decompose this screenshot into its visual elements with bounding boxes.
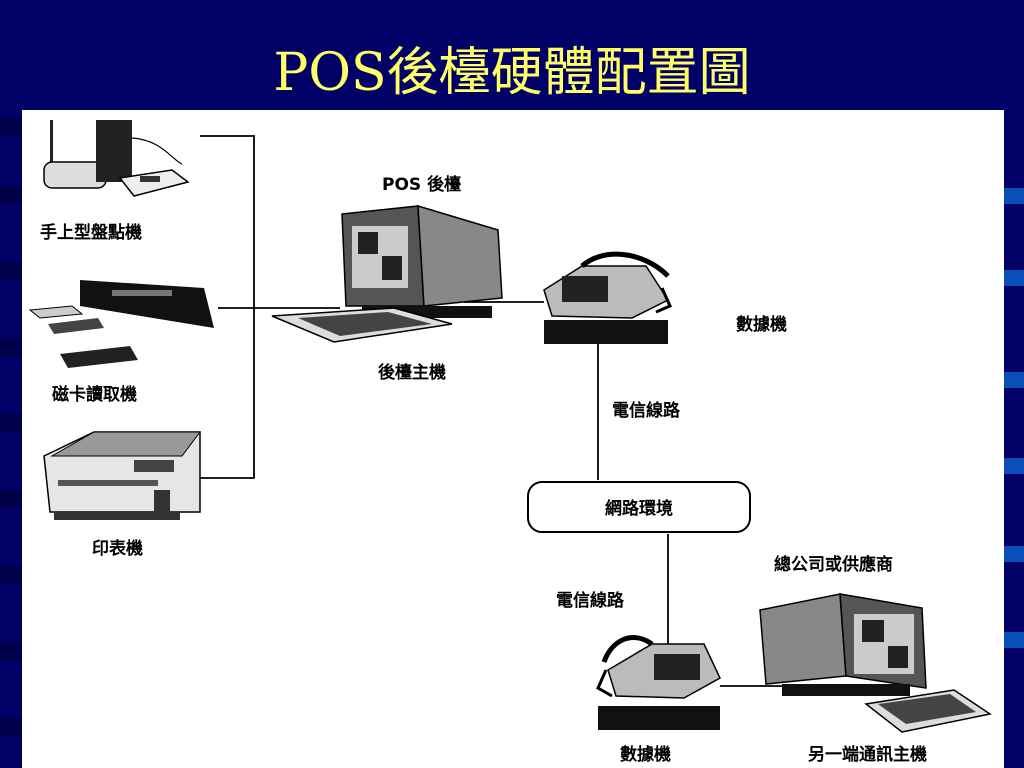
decor-bar bbox=[1004, 188, 1024, 204]
remote-host-icon bbox=[759, 593, 992, 733]
modem-bottom-label: 數據機 bbox=[620, 745, 671, 765]
decor-bar bbox=[0, 338, 22, 356]
pos-backend-label: POS 後檯 bbox=[382, 175, 462, 195]
modem-top-label: 數據機 bbox=[736, 315, 787, 335]
network-label: 網路環境 bbox=[605, 499, 673, 519]
modem-icon-top bbox=[543, 251, 672, 344]
card-reader-icon bbox=[28, 280, 214, 368]
decor-bar bbox=[1004, 270, 1024, 286]
handheld-terminal-icon bbox=[43, 120, 190, 197]
decor-bar bbox=[0, 262, 22, 280]
decor-bar bbox=[0, 490, 22, 508]
bus-line bbox=[200, 135, 255, 479]
backend-host-label: 後檯主機 bbox=[378, 363, 446, 383]
printer-icon bbox=[43, 431, 201, 520]
decor-bar bbox=[0, 718, 22, 736]
decor-bar bbox=[1004, 546, 1024, 562]
telecom-top-label: 電信線路 bbox=[612, 401, 680, 421]
handheld-label: 手上型盤點機 bbox=[40, 223, 142, 243]
hq-label: 總公司或供應商 bbox=[774, 555, 893, 575]
modem-icon-bottom bbox=[596, 635, 721, 730]
decor-bar bbox=[0, 642, 22, 660]
decor-bar bbox=[1004, 458, 1024, 474]
telecom-bottom-label: 電信線路 bbox=[556, 591, 624, 611]
decor-bar bbox=[1004, 372, 1024, 388]
printer-label: 印表機 bbox=[92, 539, 143, 559]
connector-lines bbox=[200, 135, 782, 687]
network-box bbox=[527, 481, 751, 533]
diagram-panel: 手上型盤點機 磁卡讀取機 印表機 POS 後檯 後檯主機 數據機 電信線路 網路… bbox=[22, 110, 1004, 768]
decor-bar bbox=[0, 186, 22, 204]
decor-bar bbox=[0, 118, 22, 136]
backend-host-icon bbox=[271, 204, 503, 343]
card-reader-label: 磁卡讀取機 bbox=[52, 385, 137, 405]
decor-bar bbox=[0, 414, 22, 432]
decor-bar bbox=[0, 566, 22, 584]
slide-title: POS後檯硬體配置圖 bbox=[273, 43, 751, 103]
remote-host-label: 另一端通訊主機 bbox=[808, 745, 927, 765]
decor-bar bbox=[1004, 632, 1024, 648]
diagram-canvas bbox=[28, 120, 992, 733]
